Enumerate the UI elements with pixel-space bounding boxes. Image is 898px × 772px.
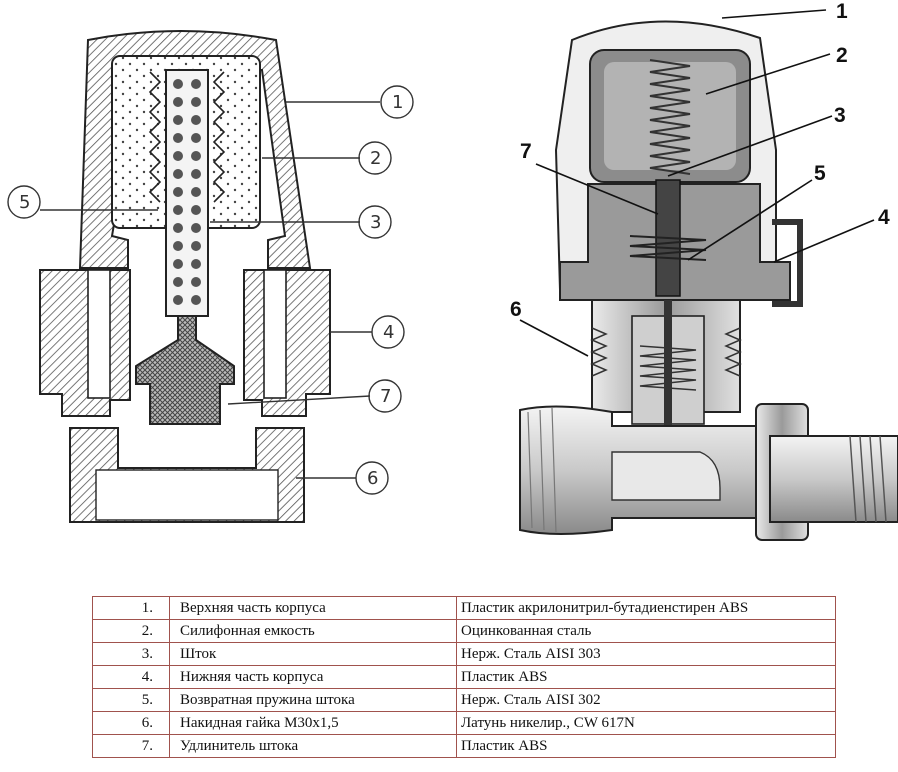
- right-callout-4: 4: [878, 206, 890, 229]
- right-nut-thread-r: [724, 327, 742, 377]
- row-number: 6.: [92, 711, 170, 735]
- table-row: 3. Шток Нерж. Сталь AISI 303: [92, 642, 836, 666]
- right-housing-clip: [772, 219, 803, 307]
- right-cutaway-view: 1 2 3 7 5 4 6: [510, 0, 898, 541]
- right-callout-2: 2: [836, 44, 848, 67]
- left-callout-7: 7: [380, 386, 391, 407]
- table-row: 2. Силифонная емкость Оцинкованная сталь: [92, 619, 836, 643]
- right-spring: [649, 59, 691, 175]
- left-callout-6: 6: [367, 468, 378, 489]
- valve-diagram: 1 2 5 3 4 7 6: [7, 0, 898, 541]
- right-callout-5: 5: [814, 162, 826, 185]
- left-stem: [165, 69, 209, 317]
- part-name: Силифонная емкость: [169, 619, 457, 643]
- left-callout-4: 4: [383, 322, 394, 343]
- right-body-cavity: [611, 451, 721, 501]
- left-lower-body: [39, 269, 331, 417]
- right-callout-7: 7: [520, 140, 532, 163]
- part-material: Латунь никелир., CW 617N: [456, 711, 836, 735]
- part-material: Пластик ABS: [456, 665, 836, 689]
- left-nut-bore: [95, 469, 279, 521]
- left-cross-section: 1 2 5 3 4 7 6: [7, 30, 414, 523]
- table-row: 1. Верхняя часть корпуса Пластик акрилон…: [92, 596, 836, 620]
- part-name: Шток: [169, 642, 457, 666]
- left-inner-sleeve-r: [263, 269, 287, 399]
- right-callout-1: 1: [836, 0, 848, 23]
- part-name: Накидная гайка М30х1,5: [169, 711, 457, 735]
- table-row: 4. Нижняя часть корпуса Пластик ABS: [92, 665, 836, 689]
- left-callout-5: 5: [19, 192, 30, 213]
- right-callout-3: 3: [834, 104, 846, 127]
- row-number: 7.: [92, 734, 170, 758]
- row-number: 5.: [92, 688, 170, 712]
- part-name: Удлинитель штока: [169, 734, 457, 758]
- left-bellows: [148, 71, 226, 203]
- right-valve-pin: [664, 300, 672, 440]
- table-row: 6. Накидная гайка М30х1,5 Латунь никелир…: [92, 711, 836, 735]
- left-inner-sleeve-l: [87, 269, 111, 399]
- table-row: 7. Удлинитель штока Пластик ABS: [92, 734, 836, 758]
- left-callout-3: 3: [370, 212, 381, 233]
- right-outlet-pipe: [769, 435, 898, 523]
- row-number: 3.: [92, 642, 170, 666]
- part-name: Возвратная пружина штока: [169, 688, 457, 712]
- row-number: 4.: [92, 665, 170, 689]
- part-name: Верхняя часть корпуса: [169, 596, 457, 620]
- left-stem-coil: [173, 79, 201, 305]
- right-outlet-thread: [849, 435, 887, 523]
- left-callout-1: 1: [392, 92, 403, 113]
- part-material: Оцинкованная сталь: [456, 619, 836, 643]
- row-number: 2.: [92, 619, 170, 643]
- part-name: Нижняя часть корпуса: [169, 665, 457, 689]
- right-inlet-thread: [527, 407, 557, 533]
- row-number: 1.: [92, 596, 170, 620]
- right-callout-6: 6: [510, 298, 522, 321]
- table-row: 5. Возвратная пружина штока Нерж. Сталь …: [92, 688, 836, 712]
- part-material: Пластик ABS: [456, 734, 836, 758]
- parts-materials-table: 1. Верхняя часть корпуса Пластик акрилон…: [92, 596, 836, 758]
- right-return-spring: [629, 235, 707, 261]
- right-nut-thread-l: [590, 327, 608, 377]
- left-stem-extension: [135, 315, 235, 425]
- left-callout-2: 2: [370, 148, 381, 169]
- part-material: Нерж. Сталь AISI 302: [456, 688, 836, 712]
- part-material: Нерж. Сталь AISI 303: [456, 642, 836, 666]
- part-material: Пластик акрилонитрил-бутадиенстирен ABS: [456, 596, 836, 620]
